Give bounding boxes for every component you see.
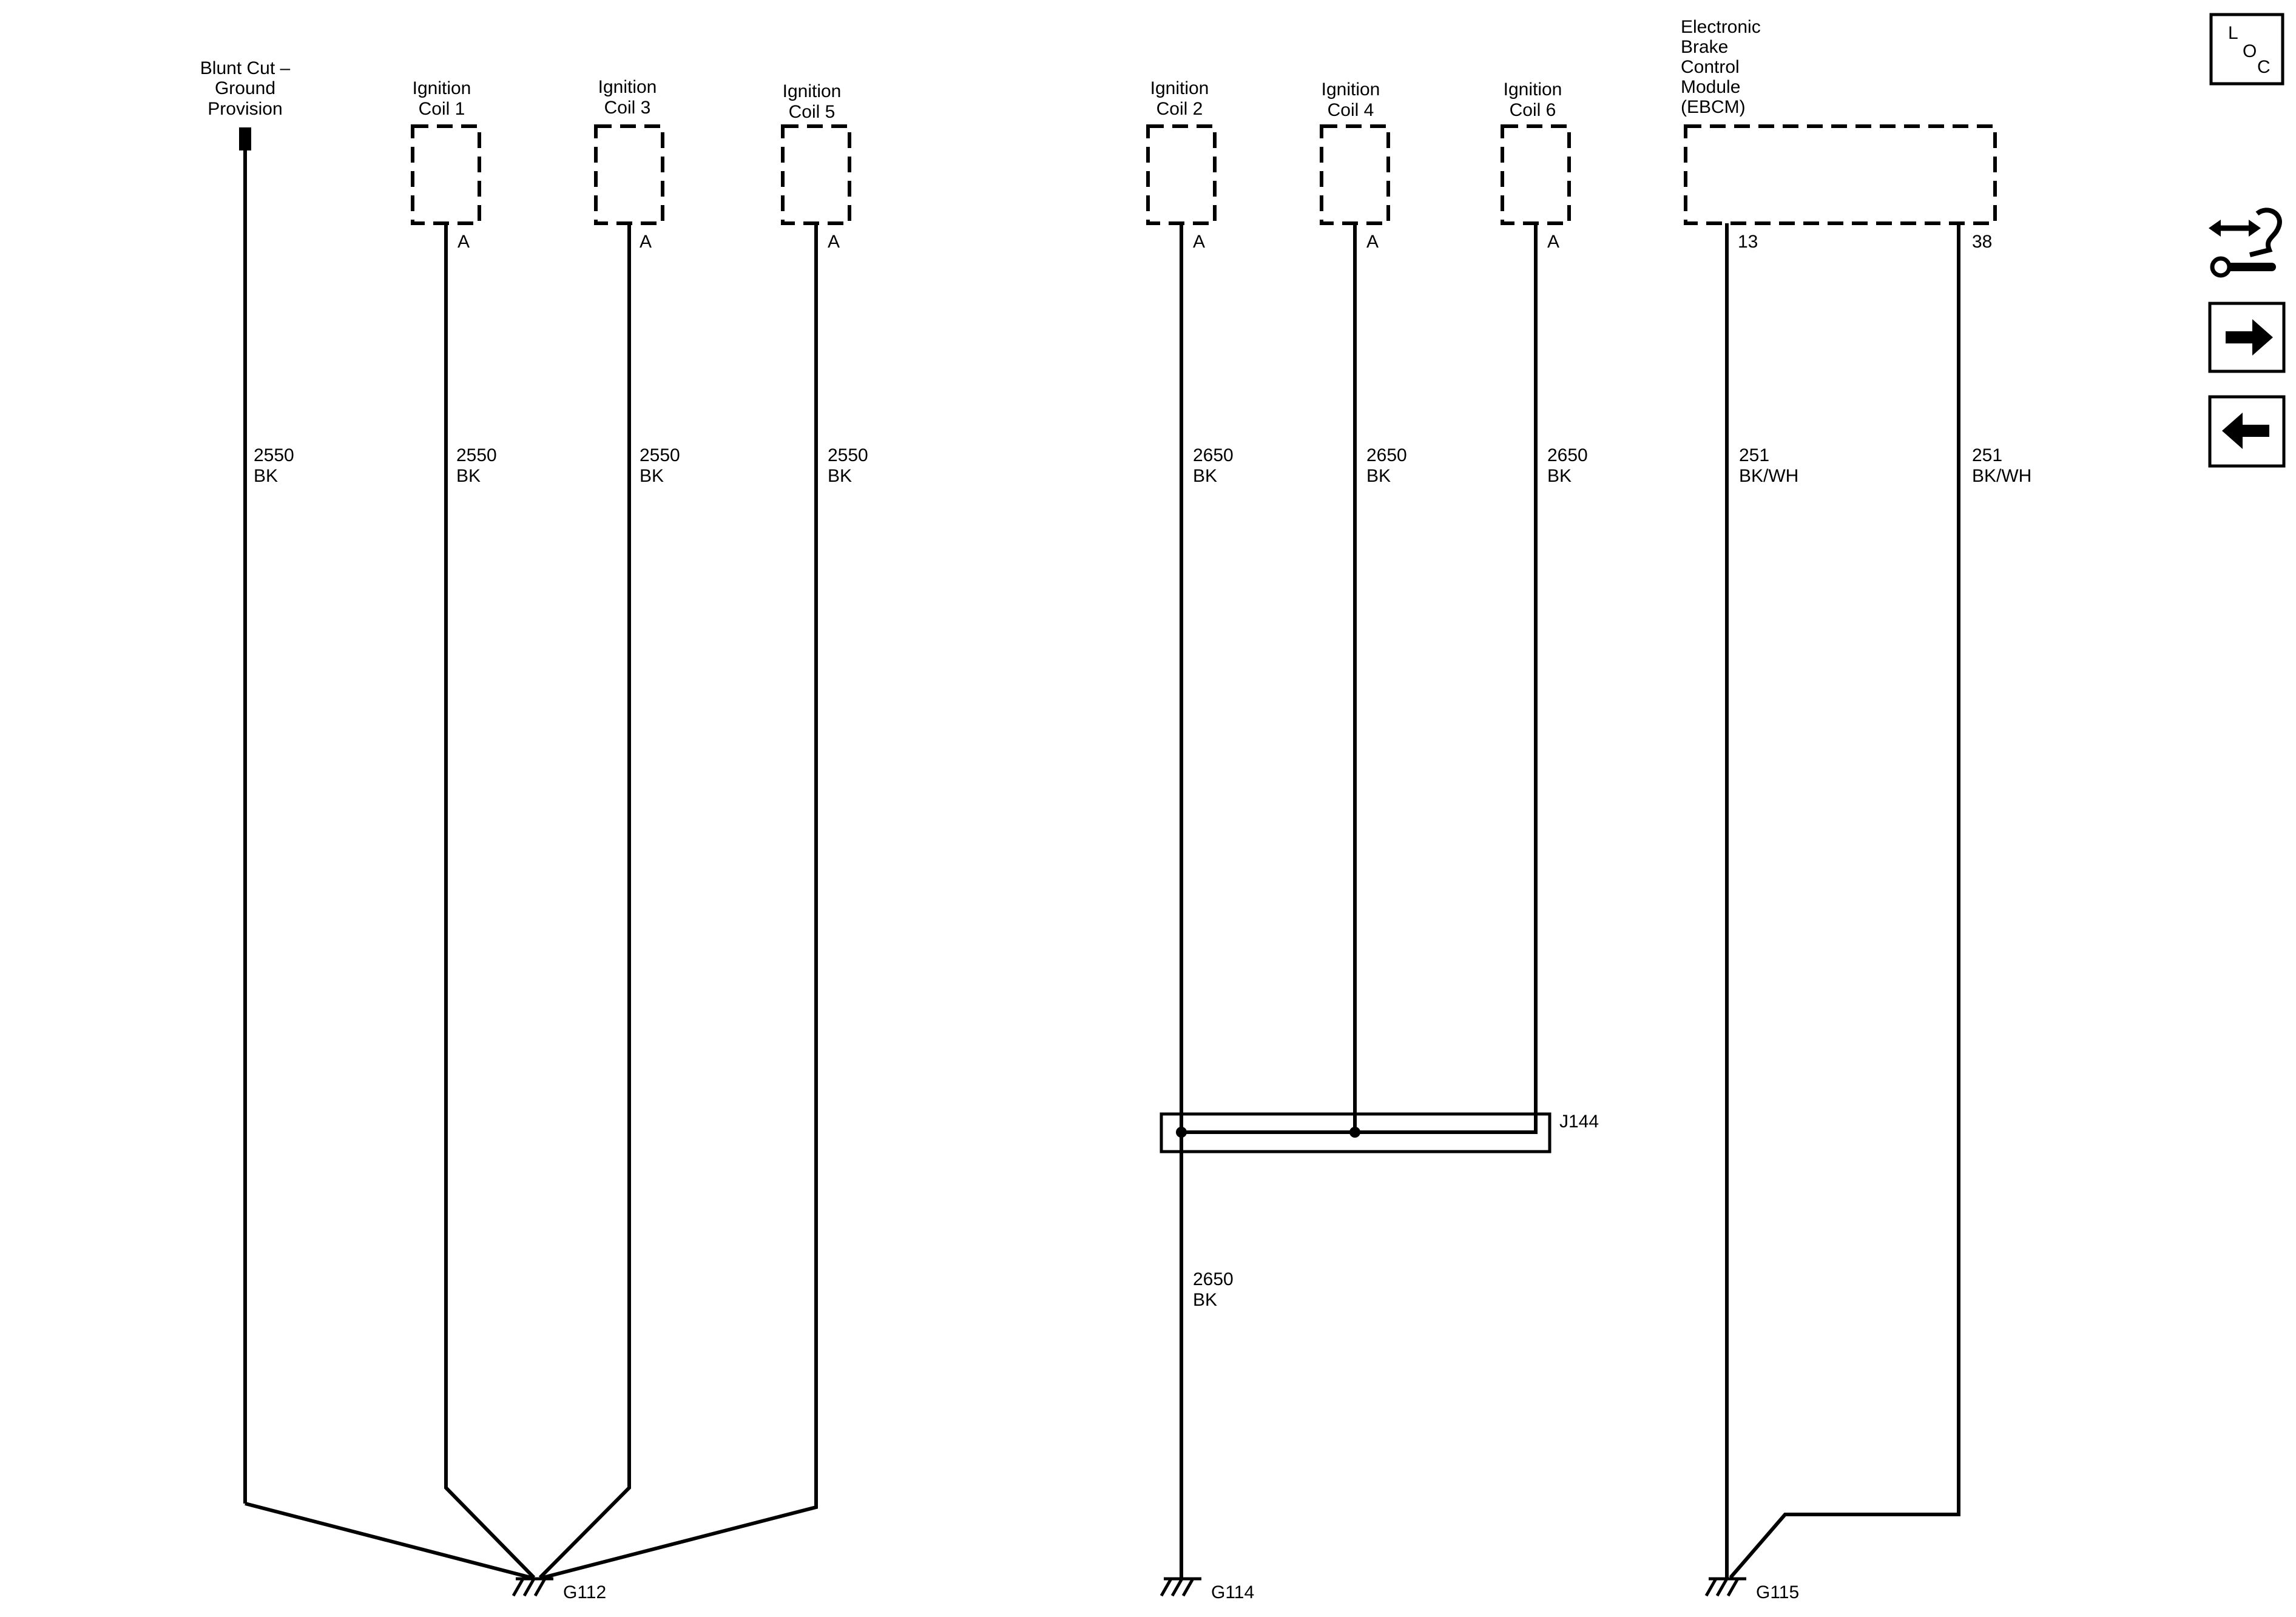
coil6-pin: A bbox=[1547, 232, 1559, 252]
splice-pack-outline bbox=[1160, 1112, 1551, 1153]
wire-coil4-color: BK bbox=[1366, 466, 1391, 486]
ground-g112-label: G112 bbox=[563, 1582, 606, 1602]
ebcm-component-box bbox=[1684, 124, 1997, 225]
coil6-component-box bbox=[1501, 124, 1571, 225]
loc-button-frame bbox=[2209, 13, 2284, 86]
wire-blunt-color: BK bbox=[254, 466, 278, 486]
coil1-label-1: Ignition bbox=[413, 78, 471, 98]
wire-coil2-circuit: 2650 bbox=[1193, 445, 1234, 465]
loc-letter-o: O bbox=[2243, 41, 2257, 61]
ebcm-pin-38: 38 bbox=[1972, 232, 1992, 252]
wire-coil1-circuit: 2550 bbox=[456, 445, 497, 465]
coil1-pin: A bbox=[458, 232, 470, 252]
wire-ebcm13-color: BK/WH bbox=[1739, 466, 1798, 486]
wire-coil3-color: BK bbox=[640, 466, 664, 486]
connector-info-icon[interactable] bbox=[2206, 205, 2285, 284]
next-page-icon[interactable] bbox=[2208, 302, 2286, 373]
loc-letter-c: C bbox=[2257, 57, 2271, 77]
ebcm-label-1: Electronic bbox=[1681, 17, 1761, 37]
splice-label: J144 bbox=[1559, 1112, 1599, 1132]
splice-pack-j144: J144 bbox=[1160, 1112, 1599, 1153]
wire-coil6-color: BK bbox=[1547, 466, 1572, 486]
loc-button[interactable]: L O C bbox=[2209, 13, 2284, 86]
ignition-coil-1: Ignition Coil 1 A 2550 BK bbox=[411, 78, 536, 1579]
coil5-label-2: Coil 5 bbox=[789, 102, 836, 122]
blunt-cut-ground-provision: Blunt Cut – Ground Provision 2550 BK bbox=[200, 58, 294, 1504]
wire-coil1-color: BK bbox=[456, 466, 481, 486]
splice-node-coil2 bbox=[1176, 1127, 1187, 1138]
coil4-label-2: Coil 4 bbox=[1328, 100, 1374, 120]
blunt-cut-label-1: Blunt Cut – bbox=[200, 58, 291, 78]
coil2-component-box bbox=[1146, 124, 1217, 225]
coil2-label-1: Ignition bbox=[1150, 78, 1209, 98]
ground-g114: G114 bbox=[1160, 1577, 1254, 1602]
previous-page-icon[interactable] bbox=[2208, 395, 2286, 468]
coil4-label-1: Ignition bbox=[1322, 79, 1380, 100]
wire-coil1 bbox=[444, 223, 536, 1579]
ebcm-pin-13: 13 bbox=[1738, 232, 1758, 252]
coil3-component-box bbox=[594, 124, 664, 225]
blunt-cut-label-2: Ground bbox=[215, 78, 275, 98]
ground-g114-label: G114 bbox=[1211, 1582, 1254, 1602]
wire-coil3 bbox=[538, 223, 631, 1579]
ebcm-label-4: Module bbox=[1681, 77, 1740, 97]
coil1-component-box bbox=[411, 124, 481, 225]
coil5-pin: A bbox=[828, 232, 840, 252]
ground-g112: G112 bbox=[512, 1577, 606, 1602]
loc-letter-l: L bbox=[2228, 23, 2238, 43]
ebcm-label-5: (EBCM) bbox=[1681, 97, 1746, 117]
blunt-cut-terminal bbox=[239, 127, 251, 150]
wire-coil5-color: BK bbox=[828, 466, 852, 486]
coil4-component-box bbox=[1320, 124, 1390, 225]
ignition-coil-6: Ignition Coil 6 A 2650 BK bbox=[1501, 79, 1588, 1132]
ignition-coil-5: Ignition Coil 5 A 2550 BK bbox=[542, 81, 868, 1579]
coil2-pin: A bbox=[1193, 232, 1205, 252]
coil5-component-box bbox=[781, 124, 851, 225]
coil1-label-2: Coil 1 bbox=[419, 99, 465, 119]
coil2-label-2: Coil 2 bbox=[1156, 99, 1203, 119]
coil6-label-1: Ignition bbox=[1504, 79, 1562, 100]
wire-ebcm38-circuit: 251 bbox=[1972, 445, 2002, 465]
coil5-label-1: Ignition bbox=[783, 81, 842, 101]
wire-coil6-circuit: 2650 bbox=[1547, 445, 1588, 465]
wire-ebcm13-circuit: 251 bbox=[1739, 445, 1769, 465]
wire-coil3-circuit: 2550 bbox=[640, 445, 680, 465]
ignition-coil-2: Ignition Coil 2 A 2650 BK bbox=[1146, 78, 1234, 1578]
wire-ebcm-38 bbox=[1729, 223, 1960, 1579]
ground-g115-label: G115 bbox=[1756, 1582, 1799, 1602]
coil3-pin: A bbox=[640, 232, 652, 252]
wire-coil5-circuit: 2550 bbox=[828, 445, 868, 465]
wire-coil4-circuit: 2650 bbox=[1366, 445, 1407, 465]
ebcm-label-3: Control bbox=[1681, 57, 1740, 77]
wire-blunt-to-g112 bbox=[245, 1502, 532, 1579]
wire-g114-circuit: 2650 bbox=[1193, 1269, 1234, 1289]
splice-node-coil4 bbox=[1349, 1127, 1360, 1138]
ebcm-label-2: Brake bbox=[1681, 37, 1728, 57]
ignition-coil-3: Ignition Coil 3 A 2550 BK bbox=[538, 77, 680, 1579]
ignition-coil-4: Ignition Coil 4 A 2650 BK bbox=[1320, 79, 1407, 1132]
wire-coil2-color: BK bbox=[1193, 466, 1217, 486]
coil3-label-2: Coil 3 bbox=[604, 98, 651, 118]
coil3-label-1: Ignition bbox=[598, 77, 657, 97]
coil6-label-2: Coil 6 bbox=[1510, 100, 1556, 120]
wire-blunt-circuit: 2550 bbox=[254, 445, 294, 465]
ebcm-module: Electronic Brake Control Module (EBCM) 1… bbox=[1681, 17, 2031, 1579]
wire-coil5 bbox=[542, 223, 818, 1579]
wire-ebcm38-color: BK/WH bbox=[1972, 466, 2031, 486]
ground-g115: G115 bbox=[1704, 1577, 1799, 1602]
blunt-cut-label-3: Provision bbox=[208, 99, 282, 119]
splice-bus-bar bbox=[1181, 1114, 1538, 1134]
wire-g114-color: BK bbox=[1193, 1290, 1217, 1310]
coil4-pin: A bbox=[1366, 232, 1379, 252]
